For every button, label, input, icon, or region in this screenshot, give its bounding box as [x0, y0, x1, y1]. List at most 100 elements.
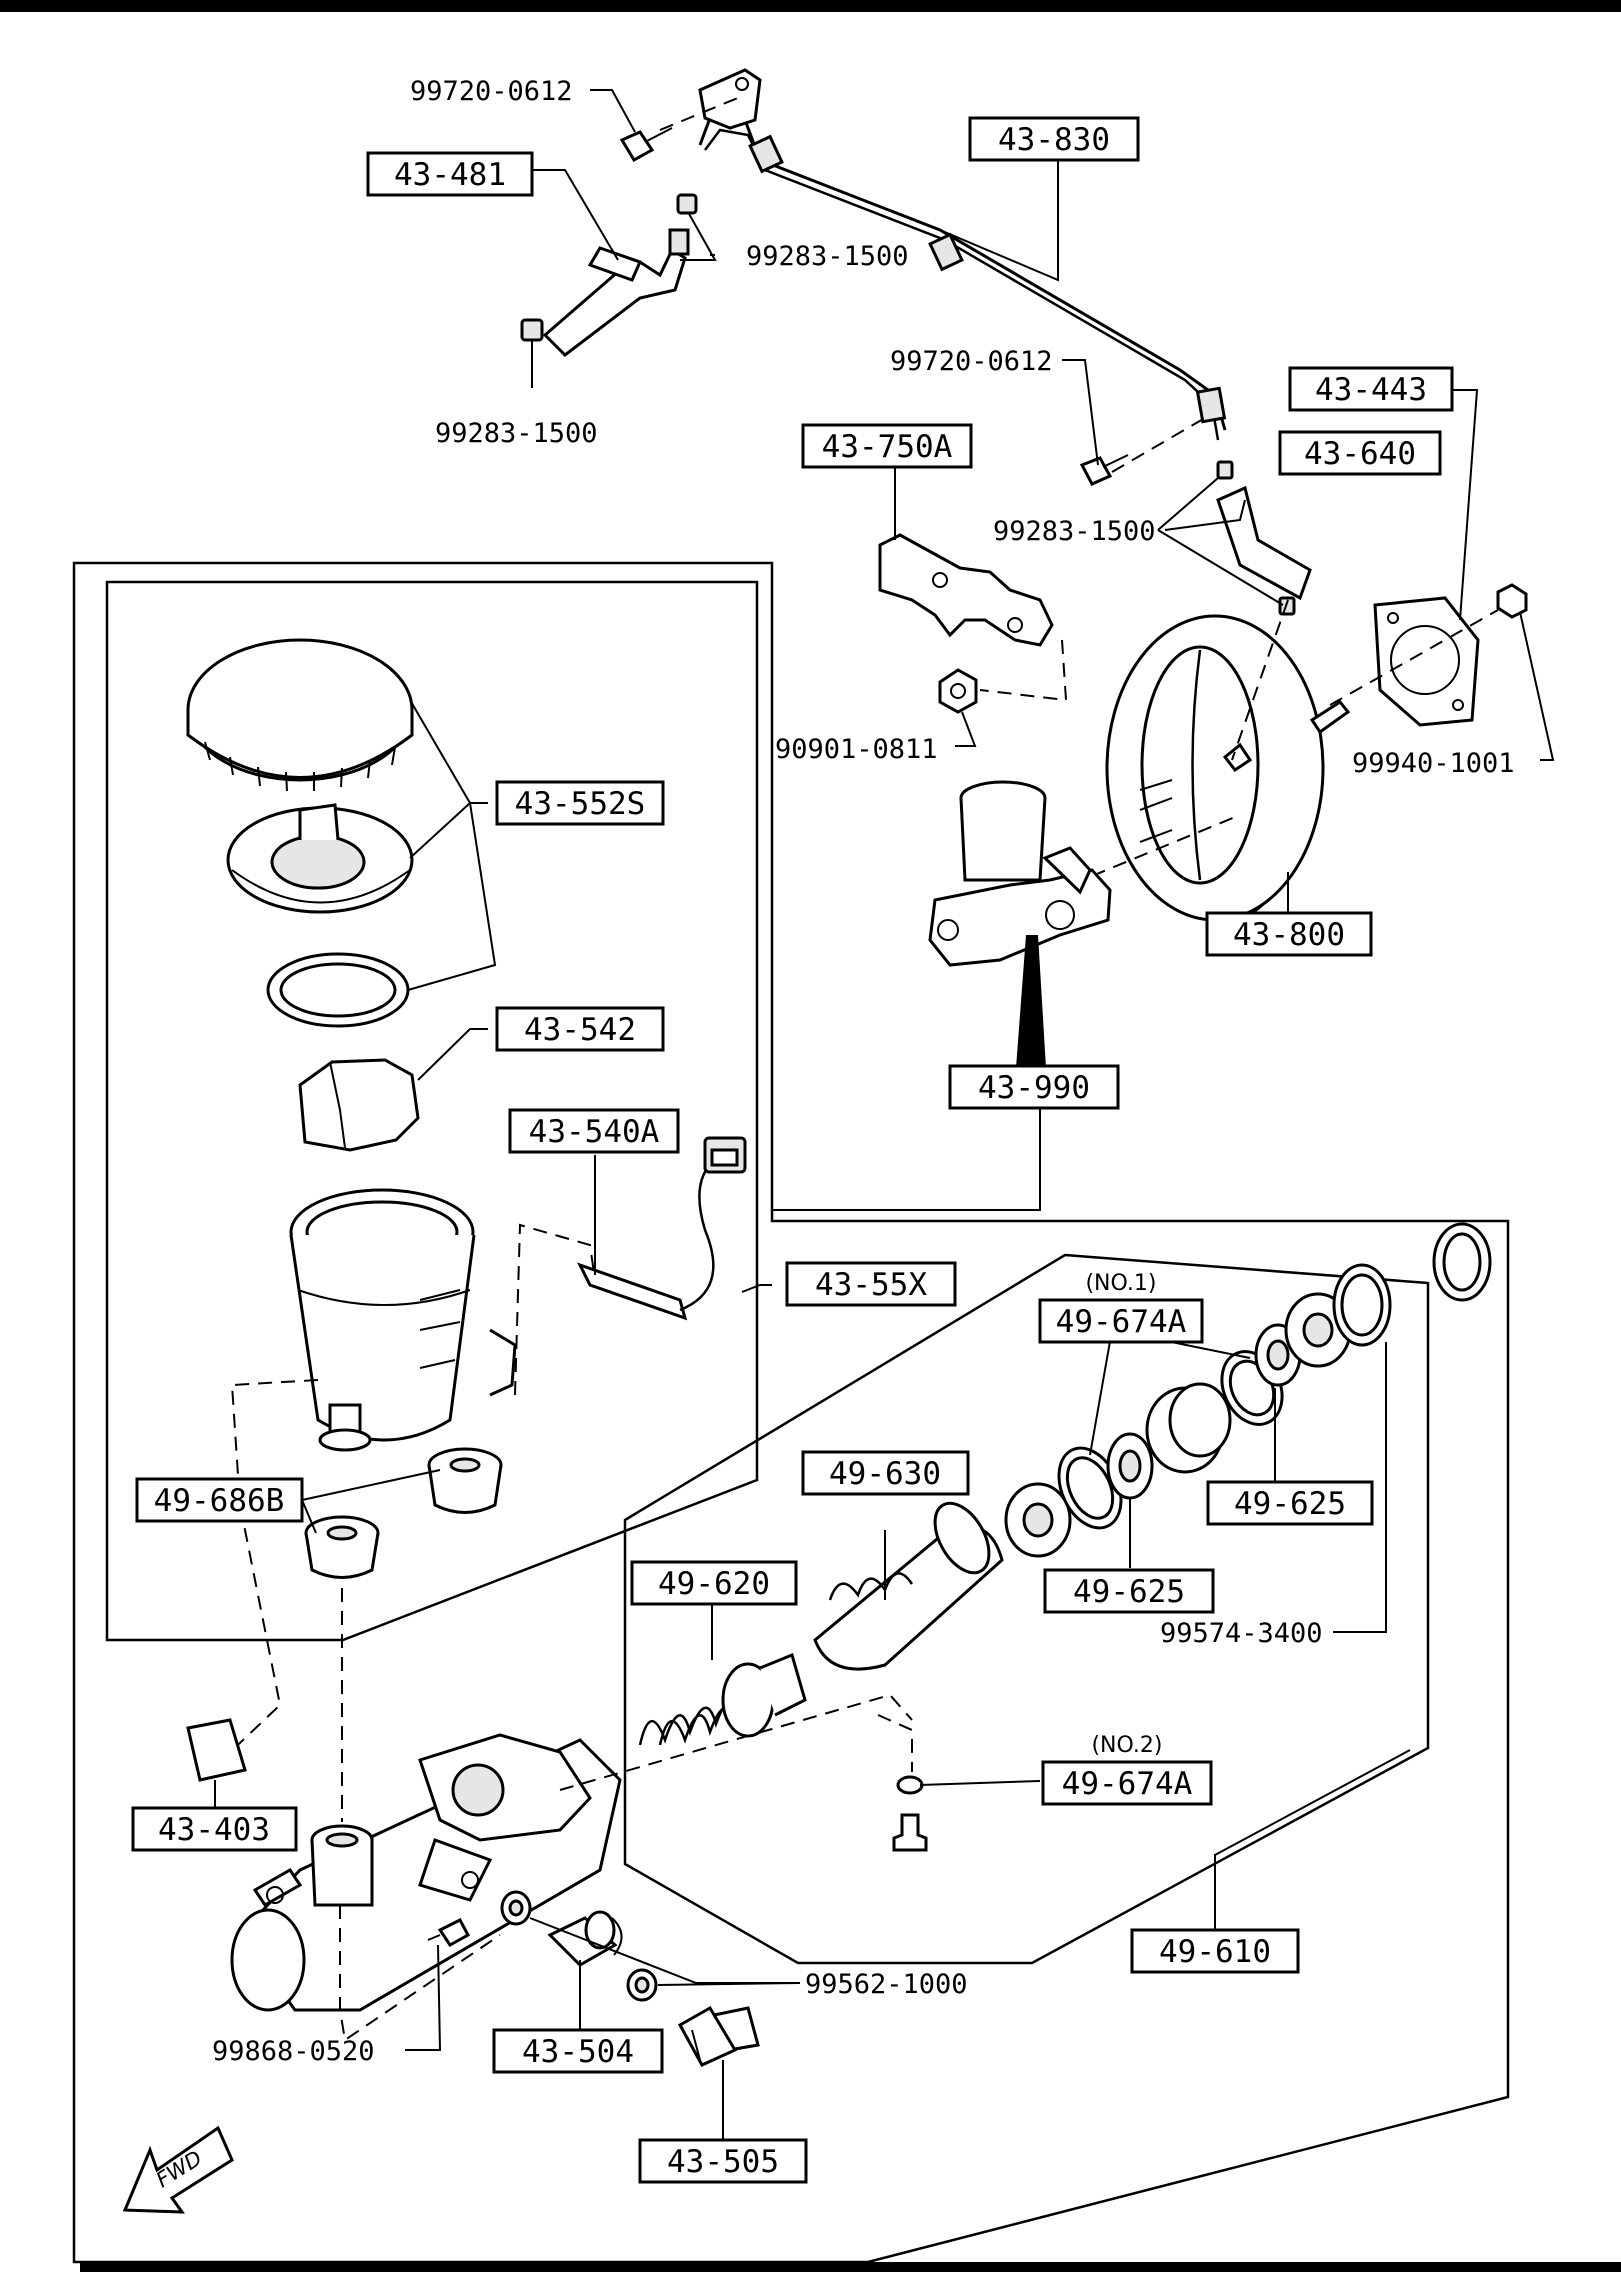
- pipe-clip: [1195, 386, 1227, 424]
- label-43-640: 43-640: [1278, 430, 1442, 476]
- reservoir-cap: [186, 638, 414, 792]
- label-49-630: 49-630: [801, 1450, 970, 1496]
- fwd-arrow: FWD: [122, 2125, 234, 2214]
- label-49-620: 49-620: [630, 1560, 798, 1606]
- pipe-clip: [928, 232, 964, 272]
- screw-99868: [437, 1918, 471, 1947]
- svg-text:43-542: 43-542: [524, 1012, 636, 1048]
- svg-text:43-640: 43-640: [1304, 436, 1416, 472]
- pn-99720-0612-top: 99720-0612: [410, 76, 573, 107]
- reservoir-alignment: [221, 1379, 319, 1761]
- label-49-610: 49-610: [1130, 1928, 1300, 1974]
- hose-43-481: [542, 228, 690, 357]
- label-43-990: 43-990: [948, 1064, 1120, 1110]
- body-alignment: [339, 1905, 501, 2042]
- svg-text:49-625: 49-625: [1234, 1486, 1346, 1522]
- label-49-674A-no1: 49-674A: [1038, 1298, 1204, 1344]
- svg-text:43-830: 43-830: [998, 122, 1110, 158]
- stopper-screw: [892, 1813, 928, 1852]
- label-49-686B: 49-686B: [135, 1477, 304, 1523]
- bracket-hole: [735, 77, 749, 91]
- label-43-403: 43-403: [131, 1806, 298, 1852]
- label-43-830: 43-830: [968, 116, 1140, 162]
- bolt-99720-right: [1079, 454, 1129, 486]
- clamp-99283-right: [1216, 460, 1234, 480]
- bracket-alignment: [979, 639, 1068, 702]
- svg-text:43-800: 43-800: [1233, 917, 1345, 953]
- o-ring-alignment: [877, 1714, 913, 1772]
- strainer-43-542: [298, 1058, 420, 1152]
- pn-99940-1001: 99940-1001: [1352, 748, 1515, 779]
- label-49-625-lower: 49-625: [1043, 1568, 1215, 1614]
- svg-text:43-403: 43-403: [158, 1812, 270, 1848]
- pn-99868-0520: 99868-0520: [212, 2036, 375, 2067]
- svg-text:43-443: 43-443: [1315, 372, 1427, 408]
- pn-99562-1000: 99562-1000: [805, 1969, 968, 2000]
- pn-99283-1500-left: 99283-1500: [435, 418, 598, 449]
- svg-text:49-674A: 49-674A: [1056, 1304, 1187, 1340]
- label-49-625-upper: 49-625: [1206, 1480, 1374, 1526]
- svg-text:49-686B: 49-686B: [154, 1483, 285, 1519]
- master-cylinder-outline: [72, 561, 1510, 2264]
- note-no1: (NO.1): [1085, 1271, 1156, 1296]
- pipe-clip: [748, 134, 784, 174]
- label-43-552S: 43-552S: [495, 780, 665, 826]
- bolt-alignment: [659, 94, 746, 131]
- spring-49-620: [638, 1652, 807, 1746]
- svg-text:43-990: 43-990: [978, 1070, 1090, 1106]
- connector-43-504: [547, 1910, 623, 1967]
- label-43-505: 43-505: [638, 2138, 808, 2184]
- grommet-lower: [304, 1515, 380, 1579]
- pn-99574-3400: 99574-3400: [1160, 1618, 1323, 1649]
- clamp-99283-mid: [676, 193, 698, 215]
- label-43-750A: 43-750A: [801, 423, 973, 469]
- svg-text:43-540A: 43-540A: [529, 1114, 660, 1150]
- o-ring-no2: [896, 1775, 924, 1795]
- svg-text:49-630: 49-630: [829, 1456, 941, 1492]
- svg-text:43-55X: 43-55X: [815, 1267, 927, 1303]
- reservoir-outline: [105, 580, 759, 1642]
- hose-to-booster-line: [1231, 599, 1289, 761]
- nut-99940: [1496, 583, 1528, 619]
- svg-text:49-610: 49-610: [1159, 1934, 1271, 1970]
- master-cylinder-body: [230, 1733, 622, 2012]
- svg-text:43-505: 43-505: [667, 2144, 779, 2180]
- bracket-43-750A: [878, 533, 1054, 647]
- label-49-674A-no2: 49-674A: [1041, 1760, 1213, 1806]
- bolt-43-505: [677, 2005, 760, 2067]
- top-border-bar: [0, 0, 1621, 12]
- hose-end: [668, 228, 690, 256]
- pn-99720-0612-right: 99720-0612: [890, 346, 1053, 377]
- bottom-border-bar: [80, 2262, 1621, 2272]
- clamp-99283-left: [520, 318, 544, 342]
- pn-99283-1500-mid: 99283-1500: [746, 241, 909, 272]
- bolt-99720-top: [619, 127, 673, 163]
- piston-kit-outline: [623, 1253, 1430, 1965]
- fluid-level-switch-43-540A: [577, 1136, 747, 1321]
- svg-text:43-552S: 43-552S: [515, 786, 646, 822]
- brake-booster-43-800: [1105, 614, 1351, 922]
- label-43-504: 43-504: [492, 2028, 664, 2074]
- pn-99283-1500-right: 99283-1500: [993, 516, 1156, 547]
- svg-text:43-750A: 43-750A: [822, 429, 953, 465]
- label-43-800: 43-800: [1205, 911, 1373, 957]
- svg-text:43-504: 43-504: [522, 2034, 634, 2070]
- cap-inner-assembly: [226, 803, 414, 914]
- label-43-542: 43-542: [495, 1006, 665, 1052]
- gasket-43-443: [1373, 596, 1480, 727]
- booster-alignment: [1091, 814, 1241, 877]
- cap-seal-ring: [266, 952, 410, 1028]
- hose-43-640: [1216, 485, 1312, 601]
- pipe-bracket: [698, 68, 762, 130]
- bolt-alignment: [1111, 414, 1211, 473]
- master-cylinder-assembly-small: [928, 780, 1112, 967]
- reservoir-body-43-55X: [289, 1188, 517, 1452]
- svg-text:49-620: 49-620: [658, 1566, 770, 1602]
- leader-lines: [214, 89, 1555, 2140]
- nut-90901: [938, 668, 978, 714]
- switch-alignment: [514, 1223, 596, 1396]
- grommet-upper: [427, 1447, 503, 1514]
- nut-alignment: [1329, 609, 1499, 706]
- label-43-55X: 43-55X: [785, 1261, 957, 1307]
